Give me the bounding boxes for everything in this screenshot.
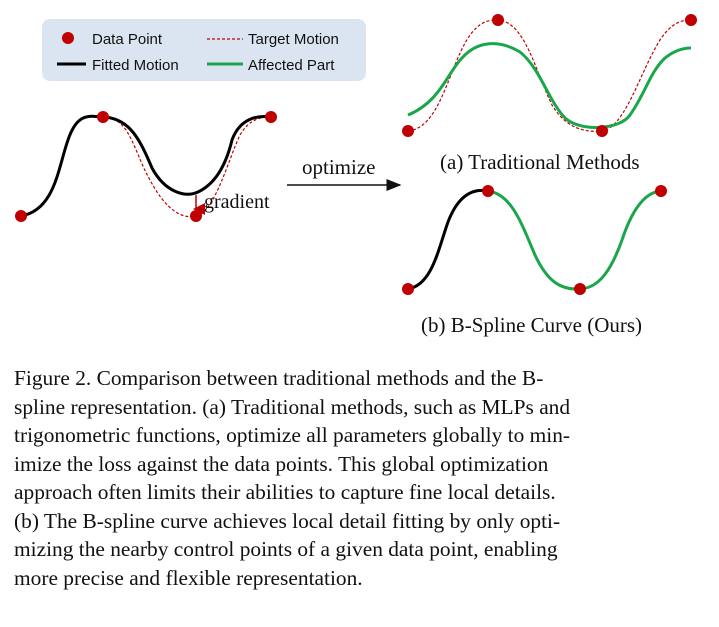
caption-line-1: Figure 2. Comparison between traditional… <box>14 366 544 390</box>
optimize-label: optimize <box>302 155 375 179</box>
panel-a-curves: (a) Traditional Methods <box>402 14 697 174</box>
panel-b-label: (b) B-Spline Curve (Ours) <box>421 313 642 337</box>
panel-a-data-point-4 <box>685 14 697 26</box>
panel-a-label: (a) Traditional Methods <box>440 150 640 174</box>
caption-line-7: mizing the nearby control points of a gi… <box>14 537 558 561</box>
legend: Data Point Target Motion Fitted Motion A… <box>42 19 366 81</box>
legend-affected-part-label: Affected Part <box>248 57 335 74</box>
left-fitted-motion-curve <box>20 114 272 218</box>
legend-data-point-icon <box>62 32 74 44</box>
caption-line-3: trigonometric functions, optimize all pa… <box>14 423 571 447</box>
figure-caption: Figure 2. Comparison between traditional… <box>14 364 706 592</box>
gradient-label: gradient <box>204 191 270 213</box>
left-data-point-4 <box>265 111 277 123</box>
panel-a-target-motion-curve <box>407 19 692 132</box>
panel-b-data-point-4 <box>655 185 667 197</box>
left-data-point-3 <box>190 210 202 222</box>
input-curve-group: gradient <box>15 111 277 222</box>
caption-line-2: spline representation. (a) Traditional m… <box>14 394 571 419</box>
left-data-point-2 <box>97 111 109 123</box>
caption-line-4: imize the loss against the data points. … <box>14 451 549 476</box>
legend-data-point-label: Data Point <box>92 31 163 48</box>
optimize-arrow-group: optimize <box>287 155 402 191</box>
left-data-point-1 <box>15 210 27 222</box>
panel-b-affected-part-curve <box>487 189 662 291</box>
figure-diagram: Data Point Target Motion Fitted Motion A… <box>15 14 697 337</box>
panel-a-data-point-3 <box>596 125 608 137</box>
panel-a-data-point-2 <box>492 14 504 26</box>
panel-b-fitted-curve-left <box>407 188 489 291</box>
caption-line-8: more precise and flexible representation… <box>14 565 363 590</box>
caption-line-5: approach often limits their abilities to… <box>14 480 556 504</box>
panel-b-data-point-2 <box>482 185 494 197</box>
panel-a-data-point-1 <box>402 125 414 137</box>
panel-a-affected-part-curve <box>407 42 692 129</box>
legend-target-motion-label: Target Motion <box>248 31 339 48</box>
panel-b-data-point-3 <box>574 283 586 295</box>
legend-fitted-motion-label: Fitted Motion <box>92 57 179 74</box>
legend-background <box>42 19 366 81</box>
panel-b-data-point-1 <box>402 283 414 295</box>
panel-b-curves: (b) B-Spline Curve (Ours) <box>402 185 667 337</box>
caption-line-6: (b) The B-spline curve achieves local de… <box>14 508 561 533</box>
